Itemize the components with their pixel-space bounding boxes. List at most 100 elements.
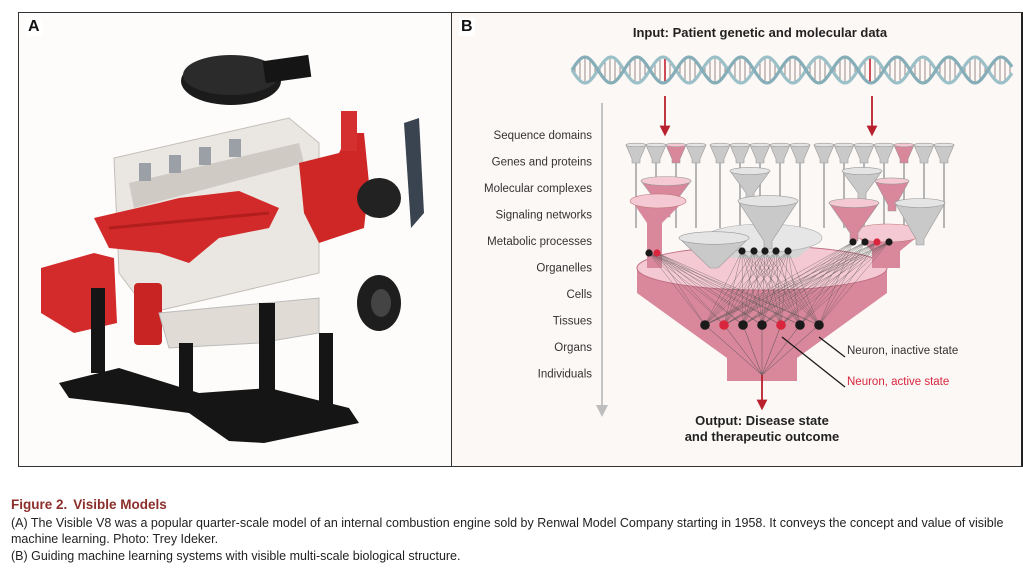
funnel-gray [841, 167, 883, 200]
leaf-funnel [853, 142, 875, 164]
level-label: Signaling networks [495, 210, 592, 222]
connection [818, 241, 890, 326]
funnel-pink [828, 198, 880, 242]
vnn-diagram: Input: Patient genetic and molecular dat… [484, 25, 1014, 444]
level-label: Organelles [536, 263, 592, 275]
neuron-active [653, 249, 661, 257]
neuron-inactive [861, 238, 869, 246]
caption-a: (A) The Visible V8 was a popular quarter… [11, 515, 1004, 547]
neuron-inactive [772, 247, 780, 255]
connection [753, 250, 763, 326]
exhaust-manifold [94, 191, 279, 263]
level-label: Metabolic processes [487, 236, 592, 248]
connection [704, 241, 890, 326]
leaf-funnel [625, 142, 647, 164]
connection [818, 241, 878, 326]
leaf-funnel [893, 142, 915, 164]
connection [742, 241, 878, 326]
funnel-gray [678, 231, 750, 269]
leaf-funnel [873, 142, 895, 164]
leaf-funnel [709, 142, 731, 164]
leaf-funnel [729, 142, 751, 164]
leaf-funnel [749, 142, 771, 164]
connection [753, 250, 801, 326]
level-label: Cells [566, 289, 592, 301]
panel-a-label: A [26, 18, 42, 36]
connection [787, 250, 820, 326]
connection [799, 241, 866, 326]
funnel-gray [737, 195, 799, 250]
figure-caption: Figure 2.Visible Models (A) The Visible … [11, 497, 1016, 564]
connection [704, 250, 789, 326]
connection [742, 241, 854, 326]
output-title-line1: Output: Disease state [695, 413, 829, 428]
connection [761, 241, 854, 326]
output-title-line2: and therapeutic outcome [685, 429, 840, 444]
dna-strand [570, 55, 1014, 85]
connection [704, 241, 866, 326]
panel-a: A [18, 12, 452, 467]
connection [723, 250, 789, 326]
neuron-inactive [738, 247, 746, 255]
leaf-funnel [933, 142, 955, 164]
leaf-funnel [813, 142, 835, 164]
connection [648, 252, 725, 326]
connection [704, 324, 763, 376]
caption-b: (B) Guiding machine learning systems wit… [11, 548, 461, 563]
panel-b: B Input: Patient genetic and molecular d… [451, 12, 1023, 467]
connection [656, 252, 801, 326]
level-label: Sequence domains [494, 130, 593, 142]
connection [775, 250, 782, 326]
connection [704, 241, 878, 326]
leaf-funnel [833, 142, 855, 164]
output-neuron-inactive [814, 320, 824, 330]
connection [741, 250, 763, 326]
neuron-inactive [761, 247, 769, 255]
connection [761, 324, 782, 376]
figure-title: Figure 2.Visible Models [11, 497, 1016, 514]
leaf-funnel [665, 142, 687, 164]
level-label: Individuals [538, 369, 593, 381]
neuron-inactive [885, 238, 893, 246]
level-label: Organs [554, 342, 592, 354]
connection [723, 241, 854, 326]
connection [741, 250, 782, 326]
output-neuron-inactive [700, 320, 710, 330]
leaf-funnel [789, 142, 811, 164]
engine-photo [41, 54, 424, 443]
connection [742, 241, 890, 326]
connection [648, 252, 763, 326]
connection [723, 241, 878, 326]
connection [761, 250, 789, 326]
connection [780, 250, 789, 326]
connection [761, 324, 801, 376]
funnel-pink-column [632, 201, 684, 268]
connection [656, 252, 706, 326]
connection [761, 241, 890, 326]
connection [742, 241, 866, 326]
neuron-active [873, 238, 881, 246]
legend-inactive: Neuron, inactive state [847, 345, 958, 357]
connection [799, 241, 890, 326]
leaf-funnel [913, 142, 935, 164]
connection [753, 250, 782, 326]
connection [780, 241, 866, 326]
ontology-funnels [625, 142, 955, 269]
funnel-pink-column [854, 233, 922, 268]
leaf-funnel [645, 142, 667, 164]
connection [761, 324, 820, 376]
fan-blade [404, 118, 424, 228]
connection [787, 250, 801, 326]
neuron-connections [648, 241, 890, 376]
connection [704, 250, 766, 326]
output-neuron-active [776, 320, 786, 330]
level-label: Genes and proteins [492, 157, 593, 169]
connection [704, 250, 777, 326]
funnel-gray [729, 167, 771, 200]
legend-active: Neuron, active state [847, 376, 949, 388]
figure-number: Figure 2. [11, 497, 68, 512]
connection [742, 324, 763, 376]
leaf-funnel [769, 142, 791, 164]
connection [704, 250, 755, 326]
